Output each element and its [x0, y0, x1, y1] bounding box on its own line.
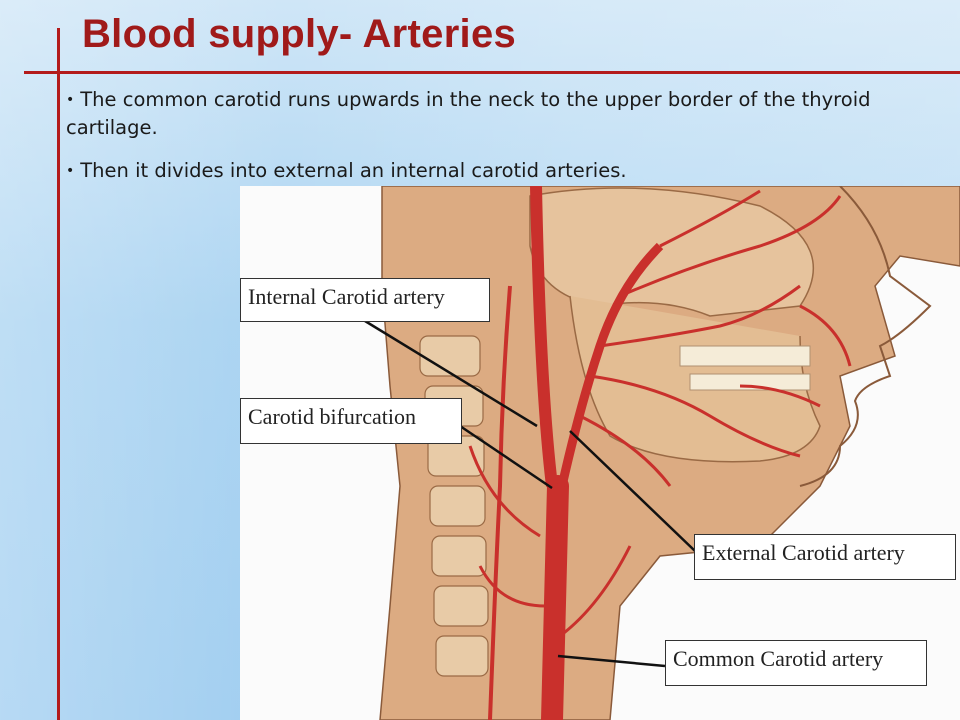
- label-internal-carotid: Internal Carotid artery: [240, 278, 490, 322]
- vertebral-artery: [488, 285, 512, 720]
- horizontal-rule: [24, 71, 960, 74]
- bullet-text: The common carotid runs upwards in the n…: [66, 88, 871, 139]
- common-carotid-artery: [541, 475, 569, 720]
- label-common-carotid: Common Carotid artery: [665, 640, 927, 686]
- teeth: [679, 345, 811, 391]
- anatomy-illustration: [240, 185, 960, 720]
- slide-title: Blood supply- Arteries: [82, 12, 517, 56]
- label-text: Common Carotid artery: [673, 646, 884, 671]
- face-profile: [799, 185, 932, 487]
- external-carotid-artery: [557, 242, 664, 487]
- bullet-item: • Then it divides into external an intern…: [66, 157, 946, 185]
- bullet-marker: •: [66, 92, 75, 108]
- bullet-item: •The common carotid runs upwards in the …: [66, 86, 946, 142]
- label-external-carotid: External Carotid artery: [694, 534, 956, 580]
- anatomy-figure: Internal Carotid artery Carotid bifurcat…: [240, 185, 960, 720]
- bullet-list: •The common carotid runs upwards in the …: [66, 86, 946, 200]
- bullet-marker: •: [66, 163, 75, 179]
- label-text: External Carotid artery: [702, 540, 905, 565]
- label-text: Internal Carotid artery: [248, 284, 445, 309]
- label-text: Carotid bifurcation: [248, 404, 417, 429]
- vertical-rule: [57, 28, 60, 720]
- internal-carotid-artery: [530, 185, 558, 487]
- label-carotid-bifurcation: Carotid bifurcation: [240, 398, 462, 444]
- pointer-lines: [364, 319, 696, 668]
- bullet-text: Then it divides into external an interna…: [80, 159, 627, 182]
